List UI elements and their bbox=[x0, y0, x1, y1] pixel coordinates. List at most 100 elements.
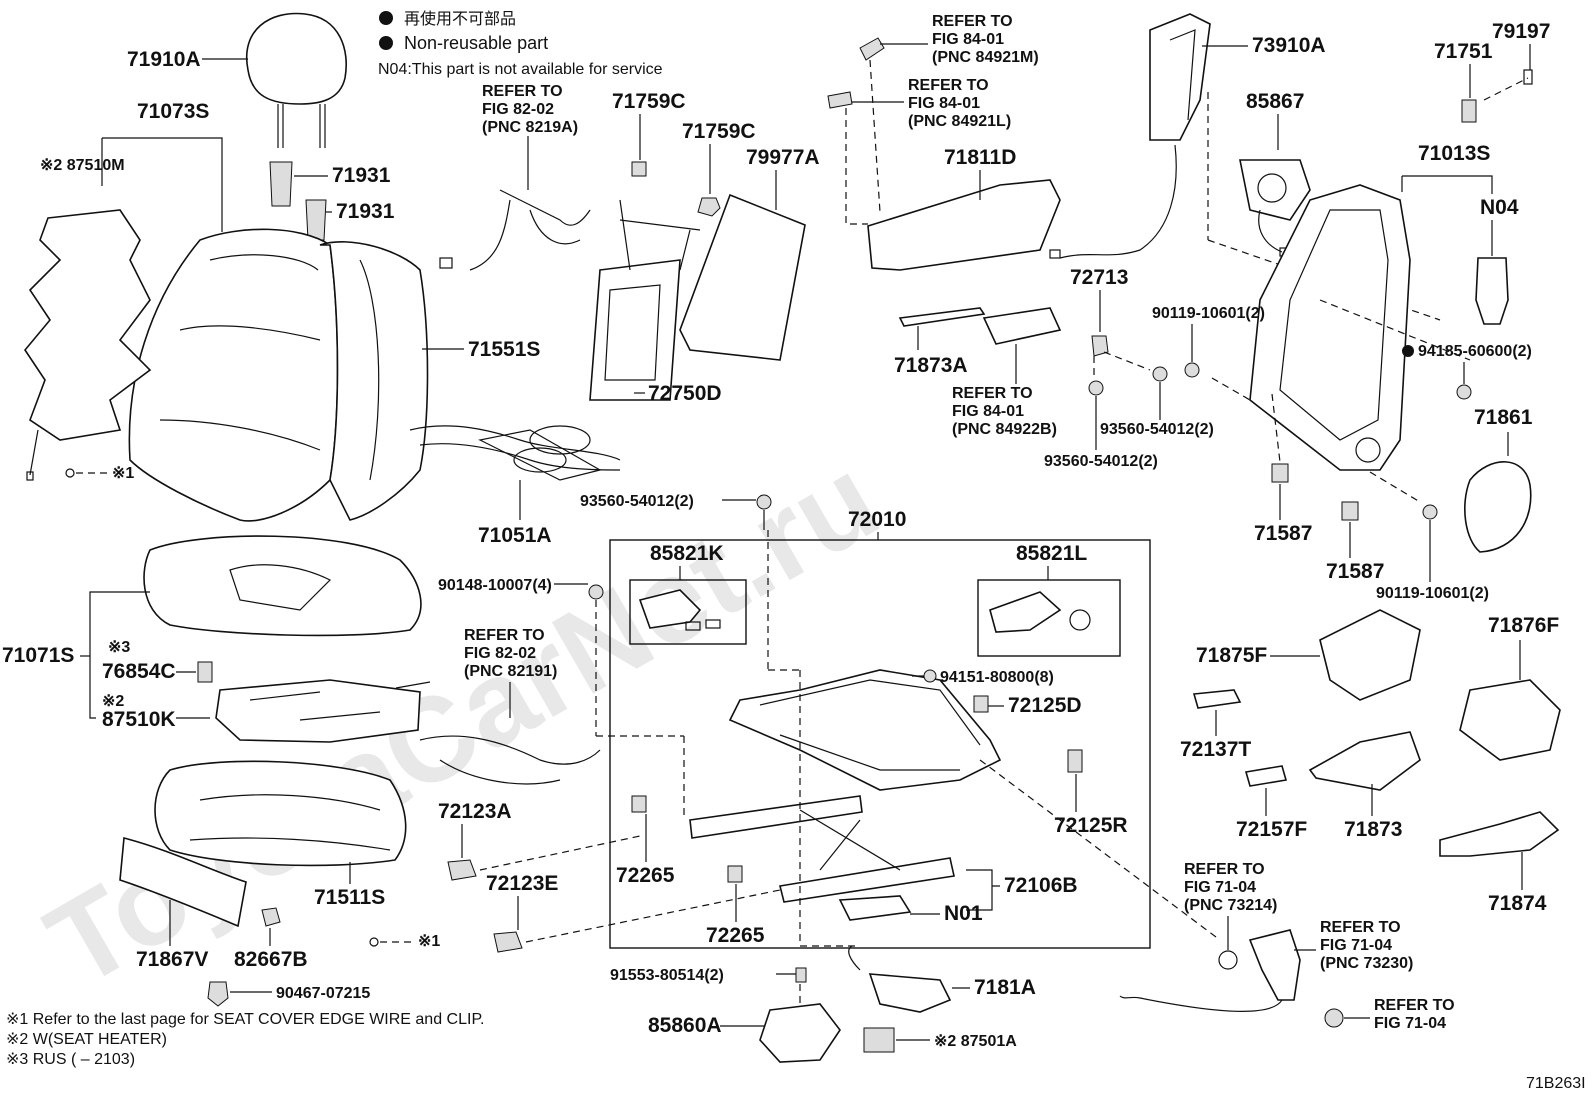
front-cushion-panel-part bbox=[119, 836, 247, 928]
side-airbag-part bbox=[1049, 13, 1211, 259]
part-label-72137T[interactable]: 72137T bbox=[1180, 738, 1251, 761]
part-label-71073S[interactable]: 71073S bbox=[137, 100, 209, 123]
part-label-87501A[interactable]: ※2 87501A bbox=[934, 1033, 1017, 1050]
part-label-72106B[interactable]: 72106B bbox=[1004, 874, 1078, 897]
part-label-94151[interactable]: 94151-80800(8) bbox=[940, 669, 1054, 686]
part-label-71587-b[interactable]: 71587 bbox=[1326, 560, 1384, 583]
part-label-90148[interactable]: 90148-10007(4) bbox=[438, 577, 552, 594]
refer-r5-line1[interactable]: REFER TO bbox=[464, 627, 545, 644]
part-label-71587-a[interactable]: 71587 bbox=[1254, 522, 1312, 545]
part-label-71511S[interactable]: 71511S bbox=[314, 886, 385, 909]
part-label-93560-a[interactable]: 93560-54012(2) bbox=[1100, 421, 1214, 438]
cushion-cover-part bbox=[154, 760, 407, 867]
refer-r3-line1[interactable]: REFER TO bbox=[482, 83, 563, 100]
part-label-71873[interactable]: 71873 bbox=[1344, 818, 1402, 841]
lever-73230-part bbox=[1248, 929, 1301, 1001]
part-label-93560-b[interactable]: 93560-54012(2) bbox=[1044, 453, 1158, 470]
part-label-72010[interactable]: 72010 bbox=[848, 508, 906, 531]
footnote-2: ※2 W(SEAT HEATER) bbox=[6, 1031, 167, 1048]
part-label-91553[interactable]: 91553-80514(2) bbox=[610, 967, 724, 984]
part-label-71876F[interactable]: 71876F bbox=[1488, 614, 1559, 637]
bolt-part bbox=[795, 967, 807, 983]
part-label-71931-a[interactable]: 71931 bbox=[332, 164, 391, 187]
refer-r4-line2[interactable]: FIG 84-01 bbox=[952, 403, 1024, 420]
part-label-94185[interactable]: 94185-60600(2) bbox=[1418, 343, 1532, 360]
part-label-72265-a[interactable]: 72265 bbox=[616, 864, 675, 887]
refer-r1-line1[interactable]: REFER TO bbox=[932, 13, 1013, 30]
refer-r7-line1[interactable]: REFER TO bbox=[1320, 919, 1401, 936]
part-label-71013S[interactable]: 71013S bbox=[1418, 142, 1490, 165]
clip-76854C-part bbox=[197, 661, 213, 683]
refer-r2-line2[interactable]: FIG 84-01 bbox=[908, 95, 980, 112]
part-label-71931-b[interactable]: 71931 bbox=[336, 200, 395, 223]
part-label-76854C[interactable]: 76854C bbox=[102, 660, 176, 683]
motor-kit-85821L-box bbox=[977, 579, 1121, 657]
part-label-71867V[interactable]: 71867V bbox=[136, 948, 208, 971]
part-label-85860A[interactable]: 85860A bbox=[648, 1014, 722, 1037]
part-label-90119-a[interactable]: 90119-10601(2) bbox=[1152, 305, 1265, 322]
refer-r4-line1[interactable]: REFER TO bbox=[952, 385, 1033, 402]
part-label-72265-b[interactable]: 72265 bbox=[706, 924, 765, 947]
part-label-72125R[interactable]: 72125R bbox=[1054, 814, 1128, 837]
part-label-79197[interactable]: 79197 bbox=[1492, 20, 1550, 43]
refer-r7-line3[interactable]: (PNC 73230) bbox=[1320, 955, 1413, 972]
part-label-N01[interactable]: N01 bbox=[944, 902, 983, 925]
part-label-71071S[interactable]: 71071S bbox=[2, 644, 74, 667]
part-label-90119-b[interactable]: 90119-10601(2) bbox=[1376, 585, 1489, 602]
seatback-frame-part bbox=[1249, 184, 1411, 471]
part-label-72125D[interactable]: 72125D bbox=[1008, 694, 1082, 717]
part-label-79977A[interactable]: 79977A bbox=[746, 146, 820, 169]
part-label-71811D[interactable]: 71811D bbox=[944, 146, 1016, 169]
legend-n04: N04:This part is not available for servi… bbox=[378, 61, 663, 78]
refer-r7-line2[interactable]: FIG 71-04 bbox=[1320, 937, 1392, 954]
headrest-part bbox=[245, 12, 347, 148]
part-label-93560-c[interactable]: 93560-54012(2) bbox=[580, 493, 694, 510]
part-label-73910A[interactable]: 73910A bbox=[1252, 34, 1326, 57]
part-label-71759C-2[interactable]: 71759C bbox=[682, 120, 756, 143]
part-label-85821L[interactable]: 85821L bbox=[1016, 542, 1087, 565]
clip-71751-part bbox=[1461, 99, 1477, 123]
part-label-71874[interactable]: 71874 bbox=[1488, 892, 1547, 915]
part-label-90467[interactable]: 90467-07215 bbox=[276, 985, 370, 1002]
part-label-72123E[interactable]: 72123E bbox=[486, 872, 558, 895]
cover-72157F-part bbox=[1244, 765, 1288, 787]
part-label-71910A[interactable]: 71910A bbox=[127, 48, 201, 71]
refer-r5-line3[interactable]: (PNC 82191) bbox=[464, 663, 557, 680]
refer-r3-line3[interactable]: (PNC 8219A) bbox=[482, 119, 578, 136]
part-label-71751[interactable]: 71751 bbox=[1434, 40, 1493, 63]
part-label-72157F[interactable]: 72157F bbox=[1236, 818, 1307, 841]
refer-r1-line2[interactable]: FIG 84-01 bbox=[932, 31, 1004, 48]
part-label-72750D[interactable]: 72750D bbox=[648, 382, 722, 405]
part-label-71873A[interactable]: 71873A bbox=[894, 354, 968, 377]
part-label-71551S[interactable]: 71551S bbox=[468, 338, 540, 361]
part-label-71051A[interactable]: 71051A bbox=[478, 524, 552, 547]
nut-part bbox=[923, 669, 937, 683]
cushion-pad-part bbox=[143, 535, 422, 637]
part-label-72123A[interactable]: 72123A bbox=[438, 800, 512, 823]
refer-r1-line3[interactable]: (PNC 84921M) bbox=[932, 49, 1039, 66]
part-label-72713[interactable]: 72713 bbox=[1070, 266, 1128, 289]
part-label-71861[interactable]: 71861 bbox=[1474, 406, 1533, 429]
refer-r2-line1[interactable]: REFER TO bbox=[908, 77, 989, 94]
part-label-N04[interactable]: N04 bbox=[1480, 196, 1519, 219]
part-label-71759C-1[interactable]: 71759C bbox=[612, 90, 686, 113]
refer-r8-line2[interactable]: FIG 71-04 bbox=[1374, 1015, 1446, 1032]
part-label-85867[interactable]: 85867 bbox=[1246, 90, 1304, 113]
button-84921M-part bbox=[859, 37, 885, 61]
part-label-87510K[interactable]: 87510K bbox=[102, 708, 176, 731]
part-label-87510M[interactable]: ※2 87510M bbox=[40, 157, 125, 174]
refer-r4-line3[interactable]: (PNC 84922B) bbox=[952, 421, 1057, 438]
refer-r6-line1[interactable]: REFER TO bbox=[1184, 861, 1265, 878]
part-label-71875F[interactable]: 71875F bbox=[1196, 644, 1267, 667]
refer-r8-line1[interactable]: REFER TO bbox=[1374, 997, 1455, 1014]
refer-r3-line2[interactable]: FIG 82-02 bbox=[482, 101, 554, 118]
part-label-7181A[interactable]: 7181A bbox=[974, 976, 1036, 999]
refer-r2-line3[interactable]: (PNC 84921L) bbox=[908, 113, 1011, 130]
refer-r5-line2[interactable]: FIG 82-02 bbox=[464, 645, 536, 662]
clip-72125D-part bbox=[973, 695, 989, 713]
part-label-82667B[interactable]: 82667B bbox=[234, 948, 308, 971]
refer-r6-line3[interactable]: (PNC 73214) bbox=[1184, 897, 1277, 914]
part-label-85821K[interactable]: 85821K bbox=[650, 542, 724, 565]
refer-r6-line2[interactable]: FIG 71-04 bbox=[1184, 879, 1256, 896]
